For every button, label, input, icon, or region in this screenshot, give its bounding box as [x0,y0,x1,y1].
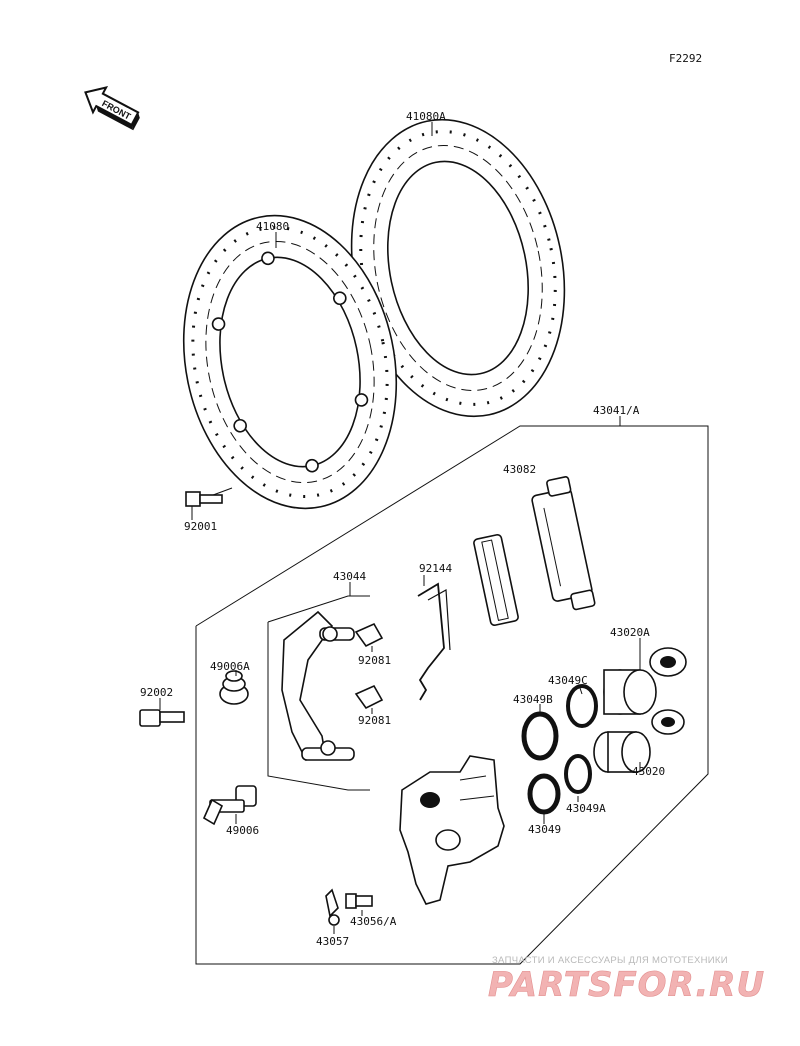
label-clip-lower: 92081 [358,714,391,727]
label-seal-b: 43049B [513,693,553,706]
label-bracket: 43044 [333,570,366,583]
label-bleeder: 43056/A [350,915,397,928]
leader-lines [159,122,641,934]
watermark-brand: PARTSFOR.RU [488,965,765,1005]
watermark-tagline: ЗАПЧАСТИ И АКСЕССУАРЫ ДЛЯ МОТОТЕХНИКИ [492,955,728,966]
label-disc-right: 41080A [406,110,446,123]
brake-pad-right [531,476,596,611]
seal-c [566,684,598,728]
label-pads: 43082 [503,463,536,476]
label-piston: 43020 [632,765,665,778]
pin-bolt [139,709,185,727]
label-seal-a: 43049A [566,802,606,815]
figure-code: F2292 [669,52,702,65]
label-pin: 49006 [226,824,259,837]
label-seal: 43049 [528,823,561,836]
bleeder-cap [325,888,340,926]
label-pin-bolt: 92002 [140,686,173,699]
caliper-bracket [267,582,370,791]
label-disc-bolt: 92001 [184,520,217,533]
caliper-assembly-frame [195,416,709,965]
brake-disc-left [182,214,398,510]
bleeder-valve [345,893,373,909]
clip-lower [354,684,384,710]
piston [593,731,651,773]
seal-b [521,711,559,761]
piston-cap [651,709,685,735]
label-pad-spring: 92144 [419,562,452,575]
clip-upper [354,622,384,648]
front-arrow-icon: FRONT [84,86,140,131]
label-disc-left: 41080 [256,220,289,233]
label-caliper-assembly: 43041/A [593,404,640,417]
label-clip-upper: 92081 [358,654,391,667]
brake-pad-left [473,533,519,627]
label-boot: 49006A [210,660,250,673]
disc-bolt [185,487,233,507]
piston-cap-a [649,647,687,677]
label-piston-a: 43020A [610,626,650,639]
piston-a [603,669,657,715]
label-bleeder-cap: 43057 [316,935,349,948]
slide-pin [202,785,257,826]
brake-disc-right [350,118,566,418]
seal-a [564,754,592,794]
dust-boot [219,670,249,705]
caliper-body [399,755,505,905]
label-seal-c: 43049C [548,674,588,687]
pad-spring [417,575,451,701]
seal [527,773,561,815]
